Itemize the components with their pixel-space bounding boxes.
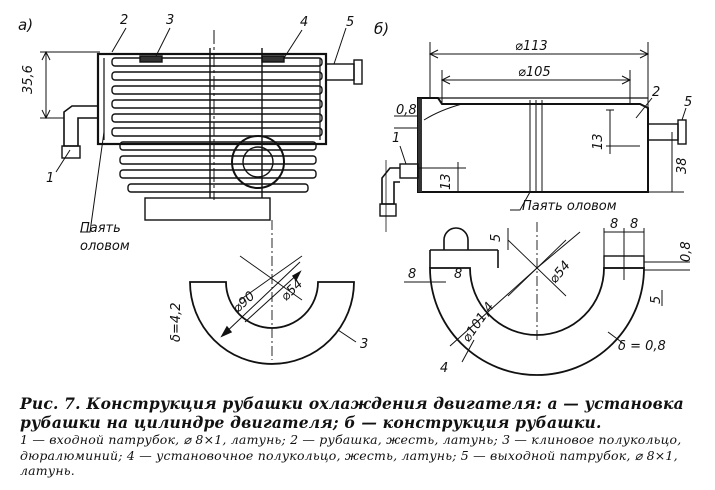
callout-a-3: 3 [166, 13, 175, 28]
callout-a-5: 5 [346, 15, 355, 30]
dim-slot-8a: 8 [610, 217, 619, 232]
solder-label-a2: оловом [80, 239, 130, 254]
setting-ring-4 [429, 267, 645, 376]
dim-wall: 0,8 [396, 103, 417, 118]
callout-a-1: 1 [46, 171, 55, 186]
figure-caption-legend: 1 — входной патрубок, ⌀ 8×1, латунь; 2 —… [20, 432, 682, 479]
dim-tab-5: 5 [489, 233, 504, 242]
dim-d105: ⌀105 [518, 65, 551, 80]
cylinder-fins [111, 57, 323, 221]
dim-13-lower: 13 [439, 173, 454, 190]
dim-thickness-b: δ = 0,8 [618, 339, 666, 354]
jacket-2 [96, 52, 328, 146]
callout-b-2: 2 [652, 85, 661, 100]
figure-caption-title: Рис. 7. Конструкция рубашки охлаждения д… [20, 394, 684, 433]
callout-b-5: 5 [684, 95, 693, 110]
panel-a-drawing [40, 27, 363, 365]
wedge-ring-3 [189, 281, 355, 365]
dim-thickness-a: δ=4,2 [169, 302, 184, 342]
callout-a-4: 4 [300, 15, 309, 30]
dim-height-a: 35,6 [21, 65, 36, 94]
dim-d113: ⌀113 [515, 39, 548, 54]
solder-label-a1: Паять [80, 221, 121, 236]
dim-8-left: 8 [408, 267, 417, 282]
figure-drawing [40, 27, 690, 376]
panel-b-label: б) [374, 20, 390, 38]
callout-ring-3: 3 [360, 337, 369, 352]
dim-slot-5: 5 [649, 295, 664, 304]
panel-a-label: а) [18, 16, 34, 34]
dim-38: 38 [675, 157, 690, 174]
dim-slot-08: 0,8 [679, 241, 694, 262]
solder-label-b: Паять оловом [522, 199, 617, 214]
dim-8-right: 8 [454, 267, 463, 282]
dim-slot-8b: 8 [630, 217, 639, 232]
callout-b-1: 1 [392, 131, 401, 146]
dim-13-upper: 13 [591, 133, 606, 150]
panel-b-drawing [379, 42, 690, 376]
callout-ring-4: 4 [440, 361, 449, 376]
callout-a-2: 2 [120, 13, 129, 28]
